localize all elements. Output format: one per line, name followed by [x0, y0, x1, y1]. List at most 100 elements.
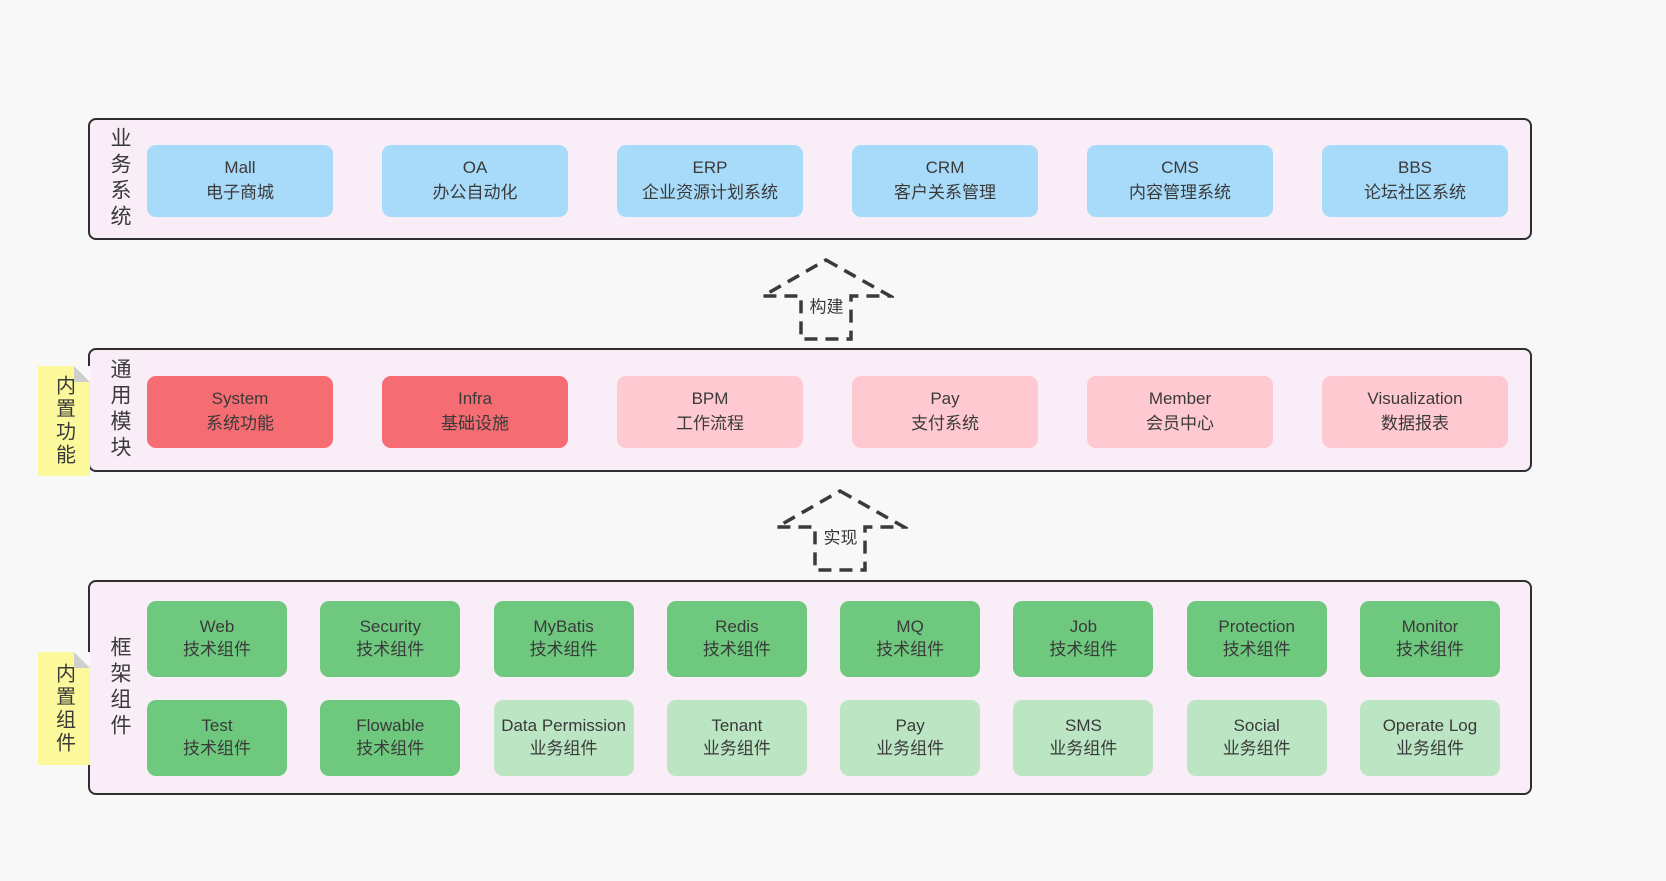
- box-bpm: BPM 工作流程: [617, 376, 803, 448]
- box-subtitle: 电子商城: [206, 183, 274, 202]
- box-title: Pay: [930, 389, 960, 409]
- box-title: MyBatis: [533, 617, 594, 637]
- box-mq: MQ 技术组件: [840, 601, 981, 677]
- box-title: Redis: [715, 617, 759, 637]
- modules-box-row: System 系统功能 Infra 基础设施 BPM 工作流程 Pay 支付系统…: [147, 376, 1508, 448]
- framework-row-1: Web 技术组件 Security 技术组件 MyBatis 技术组件 Redi…: [147, 601, 1500, 677]
- box-subtitle: 会员中心: [1146, 414, 1214, 433]
- box-title: BBS: [1397, 158, 1433, 178]
- sticky-text: 内置组件: [52, 662, 75, 755]
- box-subtitle: 技术组件: [356, 739, 425, 758]
- box-social: Social 业务组件: [1186, 700, 1327, 776]
- box-subtitle: 业务组件: [876, 739, 945, 758]
- up-arrow-icon: [759, 257, 894, 341]
- box-title: Flowable: [356, 716, 425, 736]
- box-subtitle: 技术组件: [1049, 640, 1118, 659]
- box-title: Pay: [895, 716, 925, 736]
- box-title: Mall: [224, 158, 256, 178]
- band-common-modules: 通用模块 System 系统功能 Infra 基础设施 BPM 工作流程 Pay…: [88, 348, 1532, 472]
- box-title: ERP: [692, 158, 728, 178]
- sticky-note-built-in-features: 内置功能: [38, 366, 90, 476]
- box-subtitle: 数据报表: [1381, 414, 1449, 433]
- box-cms: CMS 内容管理系统: [1087, 145, 1273, 217]
- folded-corner-icon: [74, 366, 90, 382]
- box-oa: OA 办公自动化: [382, 145, 568, 217]
- box-title: Tenant: [711, 716, 763, 736]
- box-subtitle: 办公自动化: [432, 183, 518, 202]
- box-title: Infra: [457, 389, 493, 409]
- box-flowable: Flowable 技术组件: [320, 700, 461, 776]
- box-subtitle: 企业资源计划系统: [642, 183, 778, 202]
- box-title: OA: [462, 158, 488, 178]
- box-subtitle: 业务组件: [529, 739, 598, 758]
- box-member: Member 会员中心: [1087, 376, 1273, 448]
- box-subtitle: 内容管理系统: [1129, 183, 1231, 202]
- up-arrow-icon: [773, 488, 908, 572]
- box-title: Social: [1233, 716, 1280, 736]
- box-mall: Mall 电子商城: [147, 145, 333, 217]
- band-label: 通用模块: [108, 358, 131, 462]
- folded-corner-icon: [74, 652, 90, 668]
- box-subtitle: 技术组件: [356, 640, 425, 659]
- box-title: Data Permission: [501, 716, 626, 736]
- band-label: 框架组件: [108, 635, 131, 740]
- framework-row-2: Test 技术组件 Flowable 技术组件 Data Permission …: [147, 700, 1500, 776]
- box-visualization: Visualization 数据报表: [1322, 376, 1508, 448]
- box-title: CRM: [925, 158, 965, 178]
- box-title: System: [211, 389, 269, 409]
- box-subtitle: 系统功能: [206, 414, 274, 433]
- box-operate-log: Operate Log 业务组件: [1359, 700, 1500, 776]
- box-sms: SMS 业务组件: [1013, 700, 1154, 776]
- box-title: BPM: [691, 389, 729, 409]
- sticky-note-built-in-components: 内置组件: [38, 652, 90, 765]
- box-subtitle: 技术组件: [1222, 640, 1291, 659]
- arrow-label: 实现: [819, 522, 862, 550]
- box-subtitle: 支付系统: [911, 414, 979, 433]
- box-pay-system: Pay 支付系统: [852, 376, 1038, 448]
- box-subtitle: 技术组件: [529, 640, 598, 659]
- box-erp: ERP 企业资源计划系统: [617, 145, 803, 217]
- box-title: Visualization: [1367, 389, 1463, 409]
- sticky-text: 内置功能: [52, 375, 75, 467]
- box-pay-component: Pay 业务组件: [840, 700, 981, 776]
- box-title: Security: [359, 617, 421, 637]
- box-title: Test: [201, 716, 233, 736]
- box-web: Web 技术组件: [147, 601, 287, 677]
- box-title: CMS: [1161, 158, 1199, 178]
- box-subtitle: 工作流程: [676, 414, 744, 433]
- box-security: Security 技术组件: [320, 601, 461, 677]
- box-subtitle: 技术组件: [1395, 640, 1464, 659]
- box-title: MQ: [896, 617, 924, 637]
- box-protection: Protection 技术组件: [1186, 601, 1327, 677]
- box-subtitle: 业务组件: [1395, 739, 1464, 758]
- box-data-permission: Data Permission 业务组件: [493, 700, 634, 776]
- box-subtitle: 业务组件: [1222, 739, 1291, 758]
- band-business-systems: 业务系统 Mall 电子商城 OA 办公自动化 ERP 企业资源计划系统 CRM…: [88, 118, 1532, 240]
- box-subtitle: 技术组件: [183, 640, 251, 659]
- box-title: Web: [199, 617, 235, 637]
- box-subtitle: 技术组件: [702, 640, 771, 659]
- band-framework-components: 框架组件 Web 技术组件 Security 技术组件 MyBatis 技术组件…: [88, 580, 1532, 795]
- box-redis: Redis 技术组件: [666, 601, 807, 677]
- arrow-label: 构建: [805, 291, 848, 319]
- box-mybatis: MyBatis 技术组件: [493, 601, 634, 677]
- box-title: SMS: [1064, 716, 1102, 736]
- box-title: Protection: [1218, 617, 1295, 637]
- box-title: Member: [1148, 389, 1212, 409]
- box-subtitle: 基础设施: [441, 414, 509, 433]
- arrow-build: 构建: [759, 256, 894, 342]
- box-subtitle: 业务组件: [702, 739, 771, 758]
- box-subtitle: 技术组件: [876, 640, 945, 659]
- box-bbs: BBS 论坛社区系统: [1322, 145, 1508, 217]
- box-test: Test 技术组件: [147, 700, 287, 776]
- band-label: 业务系统: [108, 127, 131, 231]
- box-crm: CRM 客户关系管理: [852, 145, 1038, 217]
- business-box-row: Mall 电子商城 OA 办公自动化 ERP 企业资源计划系统 CRM 客户关系…: [147, 145, 1508, 217]
- box-tenant: Tenant 业务组件: [666, 700, 807, 776]
- arrow-implement: 实现: [773, 487, 908, 573]
- box-monitor: Monitor 技术组件: [1359, 601, 1500, 677]
- box-infra: Infra 基础设施: [382, 376, 568, 448]
- box-title: Monitor: [1401, 617, 1459, 637]
- box-subtitle: 客户关系管理: [894, 183, 996, 202]
- box-subtitle: 论坛社区系统: [1364, 183, 1466, 202]
